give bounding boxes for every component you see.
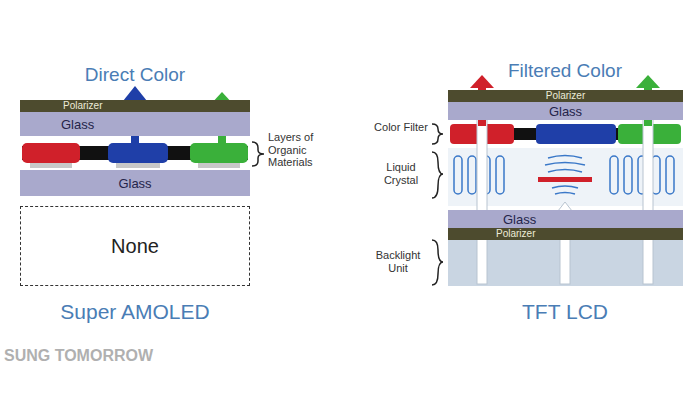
glass-layer: Glass <box>448 210 683 228</box>
layer-name: Polarizer <box>60 101 105 111</box>
lc-cell <box>496 156 504 194</box>
watermark: SUNG TOMORROW <box>4 347 204 365</box>
heading-label: Direct Color <box>35 64 235 86</box>
polarizer-layer: Polarizer <box>20 100 250 112</box>
lc-cell <box>666 156 674 194</box>
layer-label: Color Filter <box>372 121 430 134</box>
lc-cell <box>610 156 618 194</box>
polarizer-layer: Polarizer <box>448 228 683 240</box>
layer-label: Backlight Unit <box>366 249 430 274</box>
display-type-label: Super AMOLED <box>20 300 250 324</box>
layer-name: Glass <box>546 105 585 118</box>
layer-name: Glass <box>500 213 539 226</box>
glass-layer: Glass <box>20 112 250 136</box>
backlight-none-box: None <box>20 206 250 286</box>
glass-layer: Glass <box>448 102 683 120</box>
lcd-stack <box>432 75 683 286</box>
layer-label: Layers of Organic Materials <box>268 131 348 169</box>
layer-label: Liquid Crystal <box>372 161 430 186</box>
glass-layer: Glass <box>20 170 250 196</box>
lc-cell <box>454 156 462 194</box>
layer-name: Glass <box>115 177 154 190</box>
heading-label: Filtered Color <box>460 60 670 82</box>
layer-name: Glass <box>58 118 97 131</box>
layer-name: Polarizer <box>543 91 588 101</box>
polarizer-layer: Polarizer <box>448 90 683 102</box>
layer-name: Polarizer <box>493 229 538 239</box>
layer-name: None <box>108 236 162 256</box>
amoled-stack <box>20 86 264 170</box>
lc-cell <box>468 156 476 194</box>
lc-cell <box>624 156 632 194</box>
display-type-label: TFT LCD <box>460 300 670 324</box>
